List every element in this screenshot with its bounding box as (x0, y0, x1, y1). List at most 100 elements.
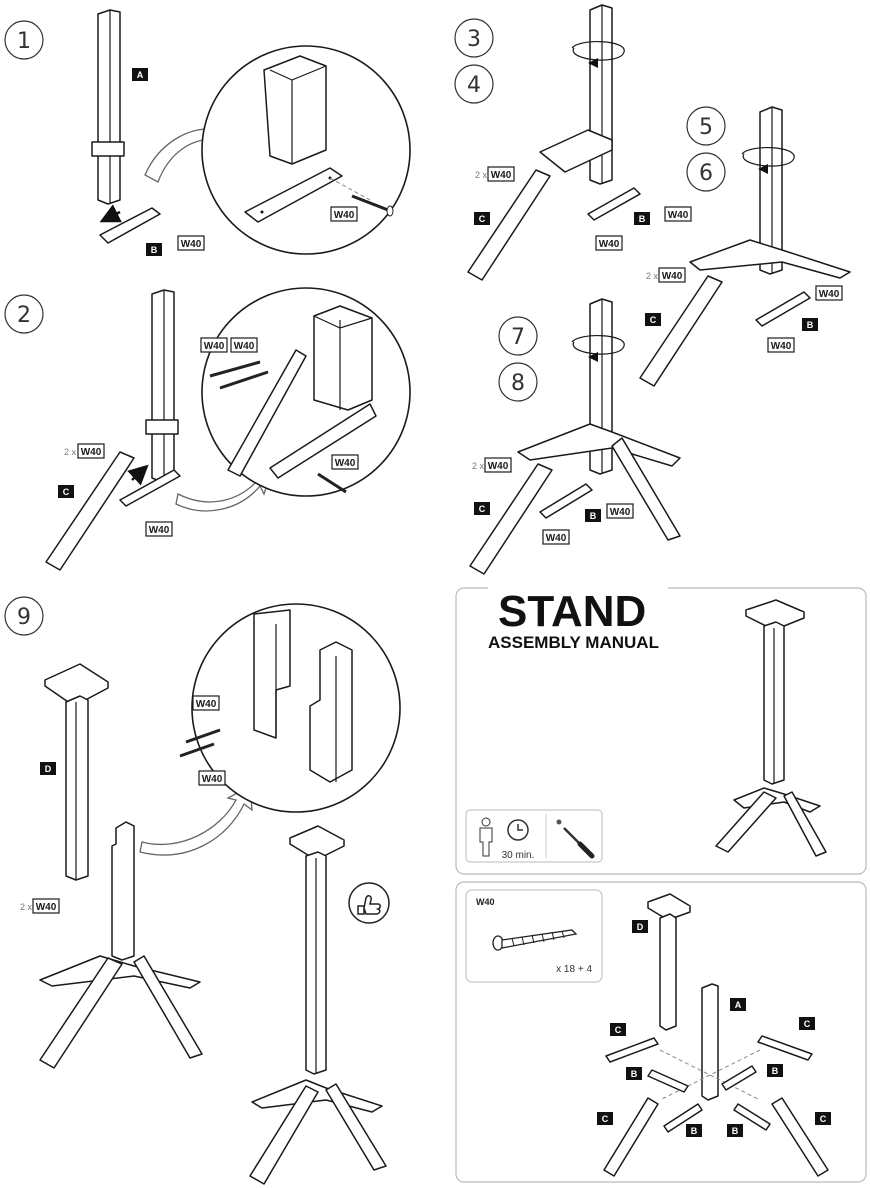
screw-icon (179, 728, 221, 758)
svg-text:C: C (650, 315, 657, 325)
parts-panel: W40 x 18 + 4 D A C C (455, 881, 867, 1183)
svg-text:W40: W40 (610, 507, 631, 518)
svg-text:C: C (63, 487, 70, 497)
svg-text:W40: W40 (204, 341, 225, 352)
svg-text:4: 4 (467, 73, 481, 98)
svg-text:B: B (732, 1126, 739, 1136)
step-3-4: 3 4 2 x W40 C B W40 W40 (454, 4, 692, 281)
brace-b (539, 483, 593, 519)
rotate-arrow-icon (571, 41, 625, 61)
part-label-c: C (58, 485, 74, 498)
screw-icon (209, 360, 347, 494)
svg-text:2 x: 2 x (646, 271, 659, 281)
svg-text:9: 9 (17, 605, 31, 630)
info-box: 30 min. (465, 809, 603, 863)
leg-c (639, 275, 723, 387)
svg-text:W40: W40 (36, 902, 57, 913)
svg-text:2: 2 (17, 303, 31, 328)
step-number-2: 2 (4, 294, 44, 334)
svg-text:W40: W40 (196, 699, 217, 710)
svg-text:C: C (479, 504, 486, 514)
svg-text:2 x: 2 x (20, 902, 33, 912)
step-number-6: 6 (686, 152, 726, 192)
svg-text:W40: W40 (149, 525, 170, 536)
leg-c (469, 463, 553, 575)
svg-text:A: A (735, 1000, 742, 1010)
svg-text:W40: W40 (334, 210, 355, 221)
svg-text:W40: W40 (668, 210, 689, 221)
brace-b (99, 207, 161, 244)
step-number-5: 5 (686, 106, 726, 146)
step-number-3: 3 (454, 18, 494, 58)
svg-text:8: 8 (511, 371, 525, 396)
screw-icon (492, 929, 578, 951)
svg-text:C: C (615, 1025, 622, 1035)
step-2: 2 2 x W40 C W40 W40 (4, 287, 411, 571)
header-panel: STAND ASSEMBLY MANUAL 30 min. (455, 578, 867, 875)
brace-b (587, 187, 641, 221)
svg-text:W40: W40 (819, 289, 840, 300)
svg-text:W40: W40 (771, 341, 792, 352)
svg-text:30 min.: 30 min. (502, 850, 535, 861)
page-subtitle: ASSEMBLY MANUAL (488, 633, 659, 652)
brace-b (755, 291, 811, 327)
step-number-7: 7 (498, 316, 538, 356)
svg-text:W40: W40 (476, 897, 495, 907)
step-5-6: 5 6 2 x W40 C W40 B W40 (639, 106, 851, 387)
step-number-8: 8 (498, 362, 538, 402)
person-icon (479, 817, 493, 857)
clock-icon (507, 819, 529, 841)
leg-c (467, 169, 551, 281)
svg-text:5: 5 (699, 115, 713, 140)
svg-text:D: D (637, 922, 644, 932)
svg-text:2 x: 2 x (472, 461, 485, 471)
post-a (701, 983, 719, 1101)
svg-text:C: C (602, 1114, 609, 1124)
svg-text:W40: W40 (181, 239, 202, 250)
zoom-detail-2: W40 W40 W40 (200, 287, 411, 497)
rotate-arrow-icon (741, 147, 795, 167)
leg-c (45, 451, 135, 571)
step-number-9: 9 (4, 596, 44, 636)
page-title: STAND (498, 587, 646, 636)
step-number-4: 4 (454, 64, 494, 104)
step-9: 9 D 2 x W40 W40 (4, 596, 401, 1185)
post-a (97, 9, 121, 205)
step-1: 1 A B W40 (4, 9, 411, 256)
finished-stand (249, 825, 387, 1185)
svg-text:6: 6 (699, 161, 713, 186)
svg-text:W40: W40 (491, 170, 512, 181)
svg-text:W40: W40 (599, 239, 620, 250)
screw-label-w40: W40 (177, 235, 205, 251)
svg-text:D: D (45, 764, 52, 774)
svg-text:1: 1 (17, 29, 31, 54)
zoom-detail-9: W40 W40 (179, 603, 401, 813)
svg-text:B: B (639, 214, 646, 224)
svg-text:2 x: 2 x (475, 170, 488, 180)
svg-text:C: C (479, 214, 486, 224)
svg-text:B: B (590, 511, 597, 521)
part-label-a: A (132, 68, 148, 81)
svg-text:W40: W40 (234, 341, 255, 352)
svg-text:W40: W40 (488, 461, 509, 472)
svg-text:W40: W40 (335, 458, 356, 469)
svg-text:B: B (151, 245, 158, 255)
svg-text:x 18 + 4: x 18 + 4 (556, 964, 592, 975)
svg-text:B: B (807, 320, 814, 330)
svg-text:A: A (137, 70, 144, 80)
svg-text:2 x: 2 x (64, 447, 77, 457)
svg-text:W40: W40 (81, 447, 102, 458)
screwdriver-icon (556, 819, 595, 859)
svg-text:C: C (804, 1019, 811, 1029)
svg-text:W40: W40 (546, 533, 567, 544)
svg-text:W40: W40 (202, 774, 223, 785)
overview-stand (715, 599, 827, 857)
svg-text:B: B (772, 1066, 779, 1076)
part-label-b: B (146, 243, 162, 256)
post-a (151, 289, 175, 483)
svg-text:W40: W40 (662, 271, 683, 282)
thumbs-up-icon (348, 882, 390, 924)
rotate-arrow-icon (571, 335, 625, 355)
svg-text:7: 7 (511, 325, 525, 350)
